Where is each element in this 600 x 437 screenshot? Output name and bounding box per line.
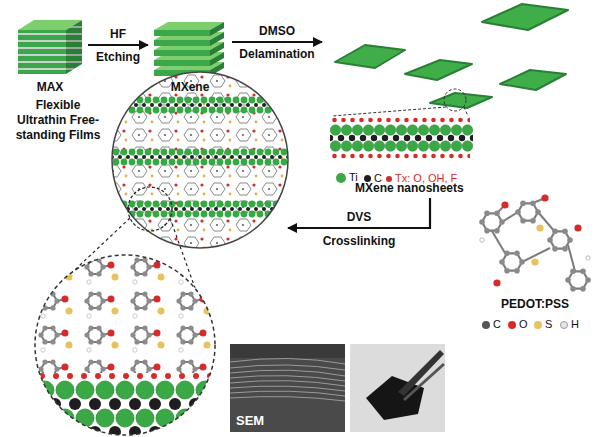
legend-entry: S [534,318,552,331]
process-arrow [88,44,148,46]
atom-swatch [364,175,371,182]
stage-node: MAX [12,14,88,98]
figure-label: Crosslinking [323,234,396,248]
film-photo [350,344,445,432]
figure-label: PEDOT:PSS [501,297,569,311]
figure-label: SEM [236,414,264,428]
sem-image [230,344,345,432]
stage-node: MXene [148,14,232,98]
atom-swatch [508,321,516,329]
zoom-marker [332,89,468,116]
legend-entry: Tx: O, OH, F [386,172,457,185]
stage-node: Flexible Ultrathin Free-standing Films [112,72,288,248]
mxene-stack [154,22,224,76]
stage-label: MXene [148,80,232,95]
legend-text: H [571,318,579,331]
atom-swatch [560,321,568,329]
legend-text: C [374,172,382,185]
film-cross-section [112,72,288,248]
legend-text: C [493,318,501,331]
atom-swatch [386,176,392,182]
figure-label: Delamination [239,47,314,61]
max-stack [18,20,82,74]
process-arrow [232,41,322,43]
figure-label: Etching [96,50,140,64]
reagent-label: HF [110,27,126,41]
atom-swatch [482,321,490,329]
atom-swatch [336,173,346,183]
legend-text: Ti [349,171,358,184]
legend-text: O [519,318,528,331]
process-arrow [288,198,430,228]
legend-text: Tx: O, OH, F [395,172,457,185]
zoomed-interface [35,255,215,437]
legend-entry: Ti [336,171,358,184]
legend-entry: C [482,318,501,331]
pedot-pss-molecule [479,194,591,291]
stage-node: MXene nanosheets [322,0,570,198]
legend-entry: H [560,318,579,331]
legend-entry: O [508,318,528,331]
atom-swatch [534,321,542,329]
reagent-label: DVS [347,210,372,224]
stage-label: Flexible Ultrathin Free-standing Films [12,98,104,143]
stage-label: MAX [12,80,88,95]
reagent-label: DMSO [259,24,295,38]
nanosheet-flakes [335,4,568,108]
legend-text: S [545,318,552,331]
legend-entry: C [364,172,382,185]
mxene-atomic-model [330,116,473,160]
